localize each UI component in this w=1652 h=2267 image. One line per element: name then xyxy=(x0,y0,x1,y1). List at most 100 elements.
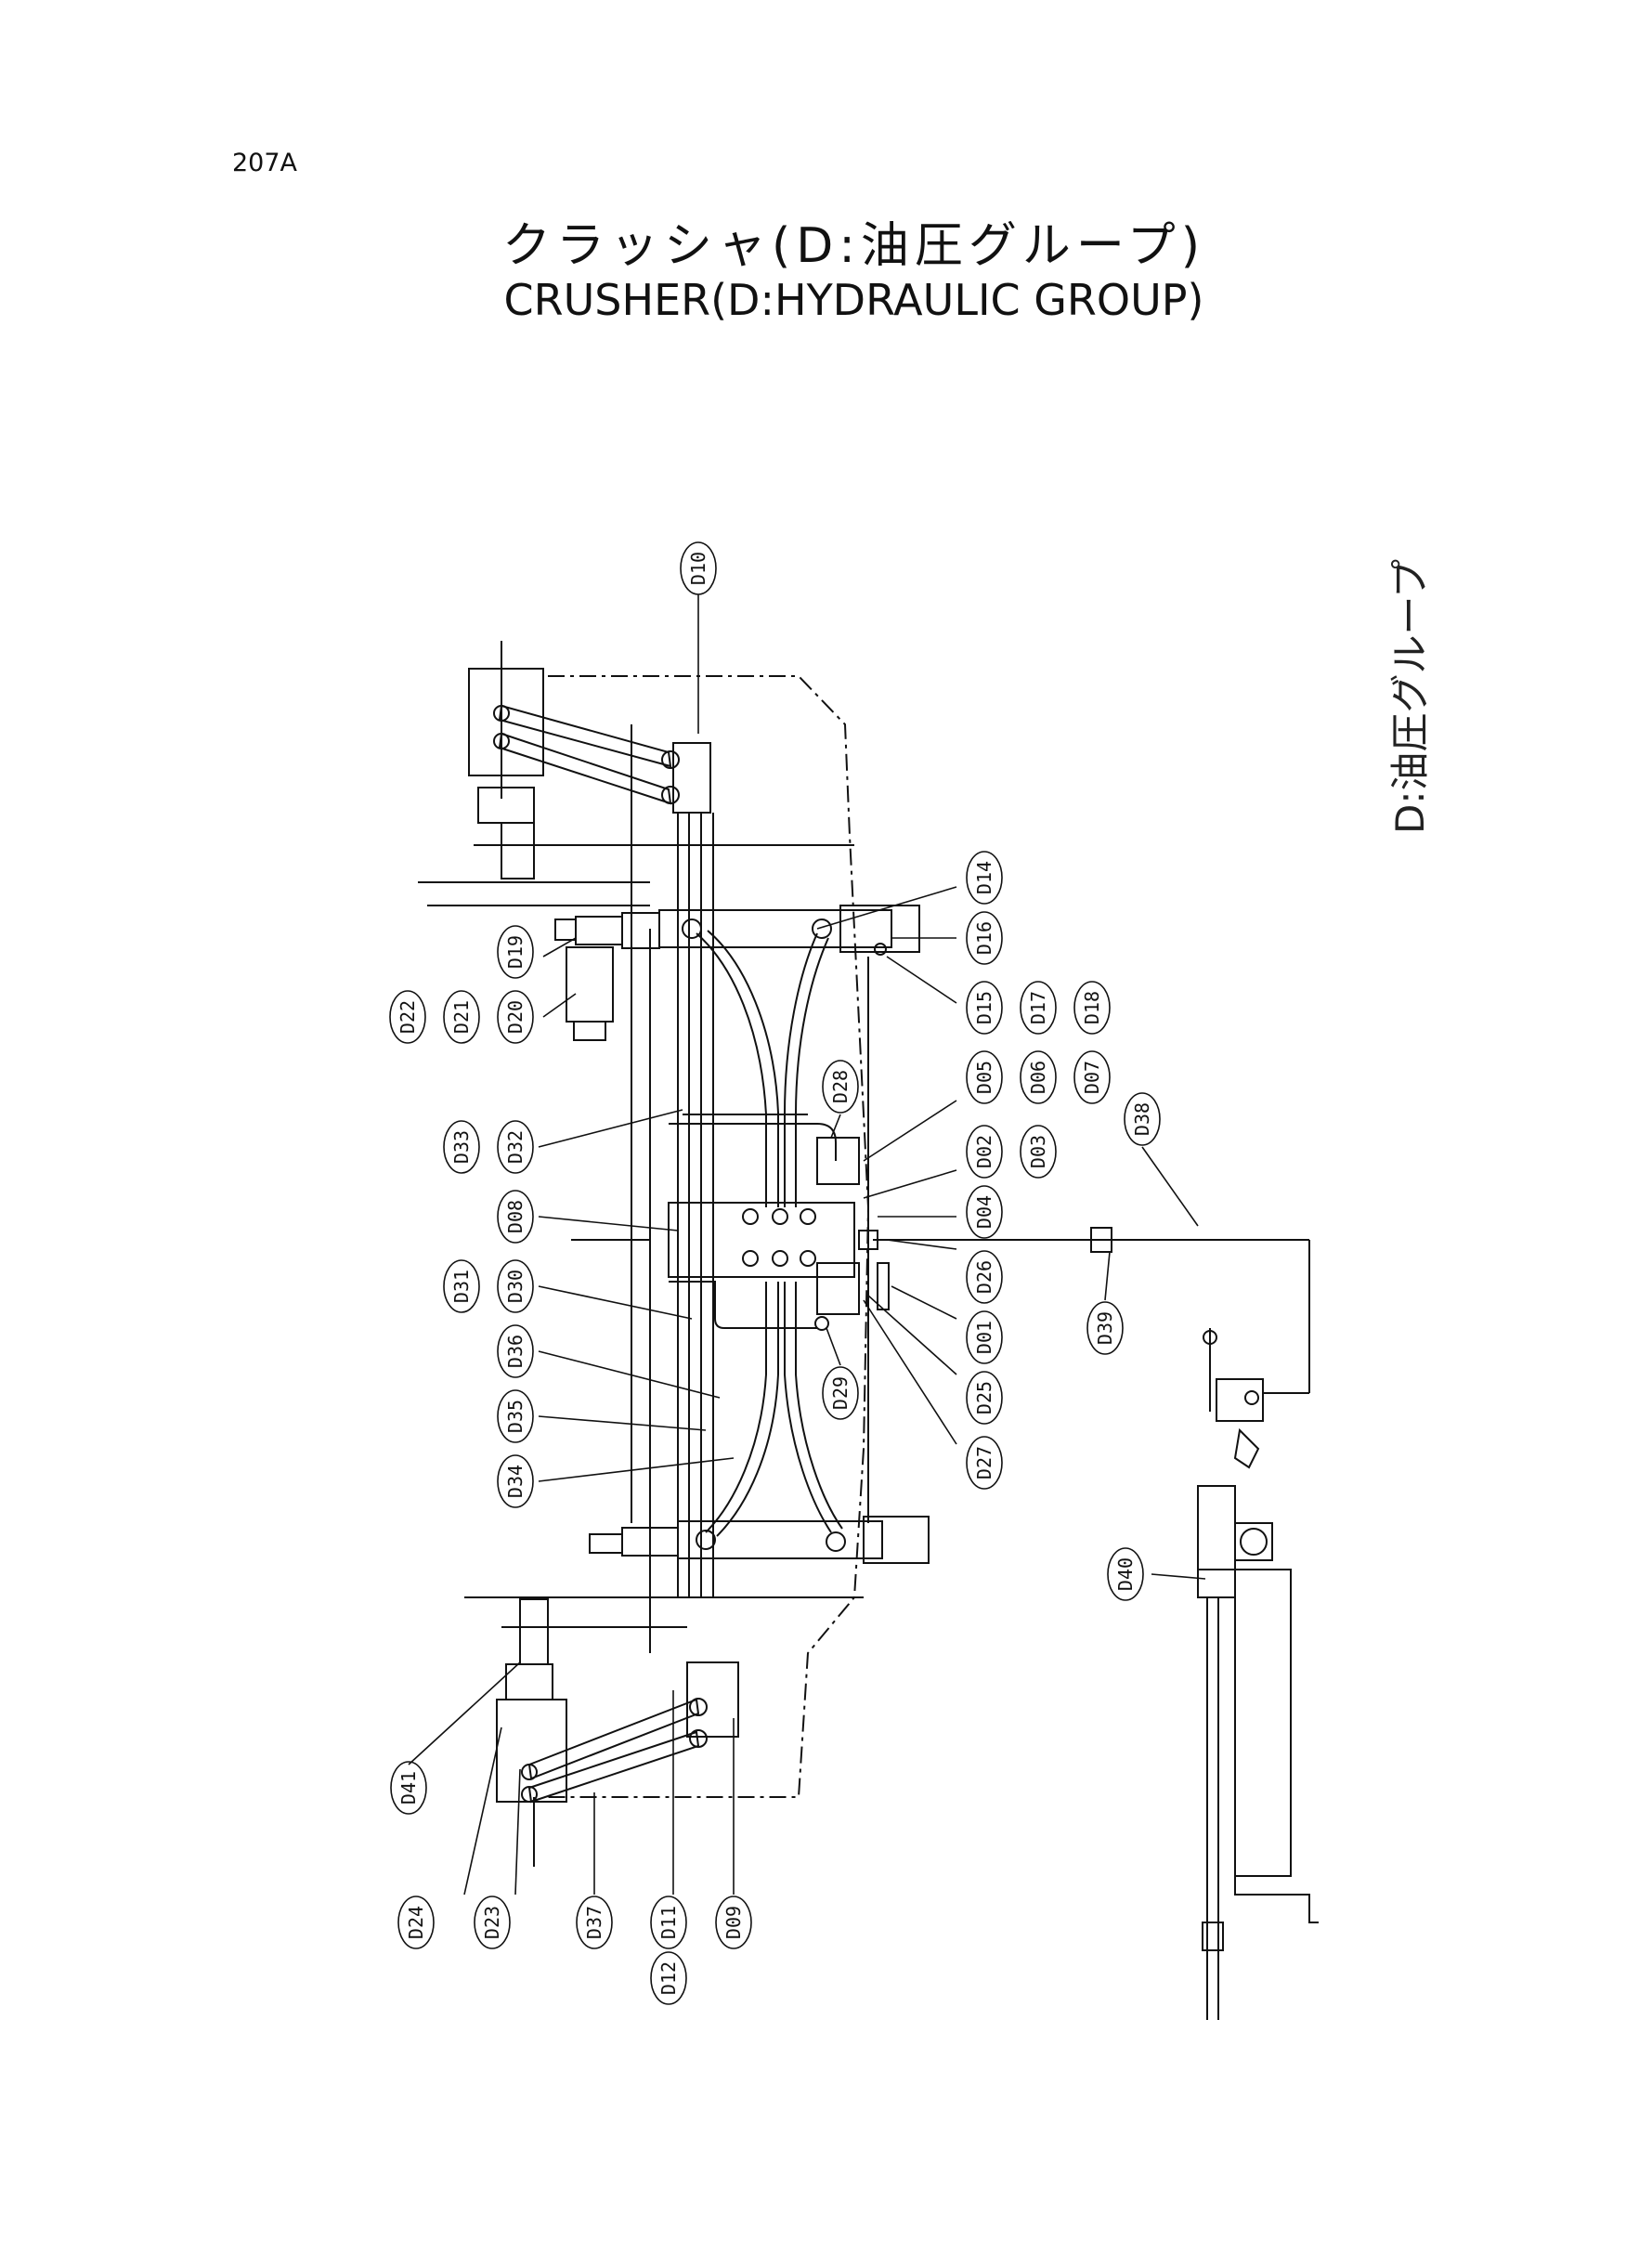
svg-text:D07: D07 xyxy=(1081,1061,1103,1094)
callout-D37: D37 xyxy=(576,1896,613,1949)
svg-text:D19: D19 xyxy=(504,935,527,969)
callout-D32: D32 xyxy=(497,1120,534,1174)
svg-text:D33: D33 xyxy=(450,1130,473,1164)
callout-D33: D33 xyxy=(443,1120,480,1174)
svg-text:D40: D40 xyxy=(1114,1557,1137,1591)
callout-D11: D11 xyxy=(650,1896,687,1949)
callout-D39: D39 xyxy=(1086,1301,1124,1355)
callout-D02: D02 xyxy=(966,1125,1003,1179)
svg-text:D01: D01 xyxy=(973,1321,995,1354)
svg-text:D27: D27 xyxy=(973,1446,995,1479)
svg-text:D39: D39 xyxy=(1094,1311,1116,1345)
callout-D04: D04 xyxy=(966,1185,1003,1239)
svg-text:D15: D15 xyxy=(973,991,995,1024)
side-label: D:油圧グループ xyxy=(1377,509,1442,843)
side-label-text: D:油圧グループ xyxy=(1387,559,1433,834)
callout-D27: D27 xyxy=(966,1436,1003,1490)
callout-D28: D28 xyxy=(822,1060,859,1114)
svg-text:D35: D35 xyxy=(504,1400,527,1433)
callout-D41: D41 xyxy=(390,1761,427,1815)
svg-text:D21: D21 xyxy=(450,1000,473,1034)
lower-bracket xyxy=(496,1598,739,1867)
svg-text:D28: D28 xyxy=(829,1070,852,1103)
callout-D07: D07 xyxy=(1073,1050,1111,1104)
lower-cross-cylinder xyxy=(589,1516,930,1564)
svg-text:D22: D22 xyxy=(397,1000,419,1034)
page-code: 207A xyxy=(232,149,298,177)
svg-text:D26: D26 xyxy=(973,1260,995,1294)
svg-text:D11: D11 xyxy=(657,1906,680,1939)
callout-D18: D18 xyxy=(1073,981,1111,1035)
callout-D34: D34 xyxy=(497,1454,534,1508)
svg-text:D25: D25 xyxy=(973,1381,995,1414)
callout-D25: D25 xyxy=(966,1371,1003,1425)
callout-D15: D15 xyxy=(966,981,1003,1035)
svg-text:D06: D06 xyxy=(1027,1061,1049,1094)
callout-D08: D08 xyxy=(497,1190,534,1244)
callout-D03: D03 xyxy=(1020,1125,1057,1179)
svg-text:D38: D38 xyxy=(1131,1102,1153,1136)
svg-text:D10: D10 xyxy=(687,552,709,585)
upper-cross-cylinder xyxy=(554,905,920,956)
svg-text:D09: D09 xyxy=(722,1906,745,1939)
svg-text:D05: D05 xyxy=(973,1061,995,1094)
callout-D09: D09 xyxy=(715,1896,752,1949)
callout-D01: D01 xyxy=(966,1310,1003,1364)
center-manifold xyxy=(668,1114,890,1331)
svg-text:D29: D29 xyxy=(829,1376,852,1410)
callout-D22: D22 xyxy=(389,990,426,1044)
svg-text:D18: D18 xyxy=(1081,991,1103,1024)
callout-D23: D23 xyxy=(474,1896,511,1949)
callout-D31: D31 xyxy=(443,1259,480,1313)
svg-text:D30: D30 xyxy=(504,1270,527,1303)
svg-text:D23: D23 xyxy=(481,1906,503,1939)
callout-D24: D24 xyxy=(397,1896,435,1949)
callout-D40: D40 xyxy=(1107,1547,1144,1601)
upper-hoses xyxy=(696,930,829,1207)
callout-D05: D05 xyxy=(966,1050,1003,1104)
svg-text:D04: D04 xyxy=(973,1195,995,1229)
svg-text:D14: D14 xyxy=(973,861,995,894)
top-link-arms xyxy=(493,704,680,805)
callout-D30: D30 xyxy=(497,1259,534,1313)
svg-text:D36: D36 xyxy=(504,1335,527,1368)
svg-text:D12: D12 xyxy=(657,1961,680,1995)
callout-D14: D14 xyxy=(966,851,1003,905)
callout-D36: D36 xyxy=(497,1324,534,1378)
callout-D12: D12 xyxy=(650,1951,687,2005)
lower-hoses xyxy=(705,1282,843,1537)
callout-D06: D06 xyxy=(1020,1050,1057,1104)
svg-text:D37: D37 xyxy=(583,1906,605,1939)
title-english: CRUSHER(D:HYDRAULIC GROUP) xyxy=(503,275,1204,325)
svg-text:D32: D32 xyxy=(504,1130,527,1164)
svg-text:D02: D02 xyxy=(973,1135,995,1168)
callout-D20: D20 xyxy=(497,990,534,1044)
svg-text:D41: D41 xyxy=(397,1771,420,1804)
callout-D29: D29 xyxy=(822,1366,859,1420)
svg-text:D08: D08 xyxy=(504,1200,527,1233)
lower-link-arms xyxy=(521,1698,708,1804)
callout-D26: D26 xyxy=(966,1250,1003,1304)
callouts: D10 D14 D16 D15 D17 D18 D19 D20 D21 D22 … xyxy=(389,541,1161,2005)
svg-text:D20: D20 xyxy=(504,1000,527,1034)
control-line xyxy=(878,1227,1310,1394)
callout-D10: D10 xyxy=(680,541,717,595)
callout-D17: D17 xyxy=(1020,981,1057,1035)
callout-D19: D19 xyxy=(497,925,534,979)
frame-lines xyxy=(418,724,1170,1653)
callout-D21: D21 xyxy=(443,990,480,1044)
svg-text:D16: D16 xyxy=(973,921,995,955)
upper-left-fitting xyxy=(566,946,614,1041)
hand-pump-assembly xyxy=(1197,1328,1319,2020)
callout-D16: D16 xyxy=(966,911,1003,965)
svg-text:D34: D34 xyxy=(504,1465,527,1498)
svg-text:D24: D24 xyxy=(405,1906,427,1939)
callout-D35: D35 xyxy=(497,1389,534,1443)
vertical-pipes xyxy=(677,813,714,1597)
svg-text:D17: D17 xyxy=(1027,991,1049,1024)
svg-text:D31: D31 xyxy=(450,1270,473,1303)
callout-D38: D38 xyxy=(1124,1092,1161,1146)
title-japanese: クラッシャ(D:油圧グループ) xyxy=(501,218,1205,274)
leader-lines xyxy=(408,594,1206,1896)
